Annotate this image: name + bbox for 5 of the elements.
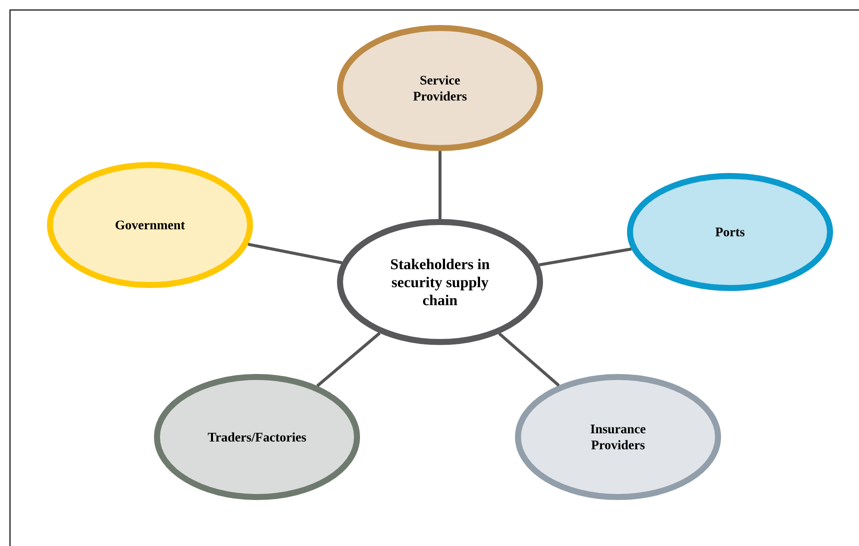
connector-line — [498, 332, 560, 387]
connector-line — [438, 151, 442, 219]
connector-line — [248, 242, 342, 264]
connector-line — [538, 248, 632, 266]
connector-line — [316, 332, 381, 388]
